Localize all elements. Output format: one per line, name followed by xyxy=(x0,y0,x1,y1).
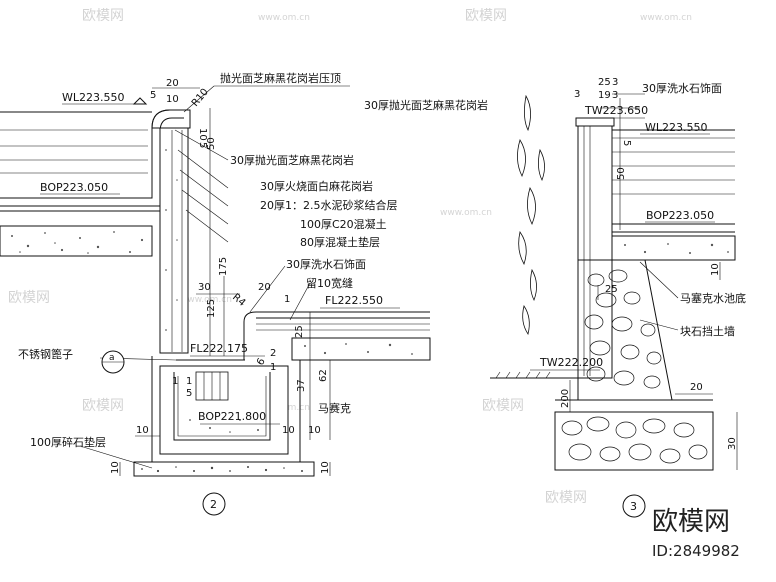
callout-gap: 留10宽缝 xyxy=(306,276,353,290)
dim-label: 30 xyxy=(727,437,738,450)
callout-gravel: 100厚碎石垫层 xyxy=(30,435,106,449)
dim-label: 2 xyxy=(270,348,276,359)
lower-pool-edge xyxy=(243,311,431,361)
callout-cushion: 80厚混凝土垫层 xyxy=(300,235,380,249)
watermark-url: www.om.cn xyxy=(258,13,310,23)
water-hatch-left xyxy=(0,111,152,174)
dim-label: 5 xyxy=(150,90,156,101)
dim-label: 25 xyxy=(605,284,618,295)
pool-wall xyxy=(159,127,189,354)
dim-label: 1 xyxy=(270,362,276,373)
dim-label: 10 xyxy=(308,425,321,436)
detail-number-circle xyxy=(202,492,226,516)
dim-label: 1 xyxy=(284,294,290,305)
dim-label: 10 xyxy=(710,263,721,276)
grate-mark: a xyxy=(109,353,115,363)
watermark-text: 欧模网 xyxy=(545,490,587,506)
drain-channel xyxy=(151,356,301,463)
elev-bop-top: BOP223.050 xyxy=(40,181,108,194)
dim-label: 25 xyxy=(294,325,305,338)
callout-mosaic-bottom: 马塞克水池底 xyxy=(680,291,746,305)
dim-label: 10 xyxy=(166,94,179,105)
elev-wl-right: WL223.550 xyxy=(645,121,708,134)
elev-fl-lower: FL222.175 xyxy=(190,342,248,355)
dimension-lines-left xyxy=(119,87,331,476)
callout-granite30: 30厚抛光面芝麻黑花岗岩 xyxy=(230,153,354,167)
dim-label: 125 xyxy=(206,299,217,318)
dim-label: 20 xyxy=(166,78,179,89)
gravel-base xyxy=(133,461,315,477)
brand-name: 欧模网 xyxy=(652,507,730,537)
dim-label: 3 xyxy=(574,89,580,100)
detail-number-right: 3 xyxy=(630,500,637,513)
dim-label: R4 xyxy=(230,292,247,309)
watermark-text: 欧模网 xyxy=(8,290,50,306)
dim-label: 19 xyxy=(598,90,611,101)
water-hatch-right xyxy=(612,137,735,195)
elev-wl-left: WL223.550 xyxy=(62,91,125,104)
callout-mortar: 20厚1：2.5水泥砂浆结合层 xyxy=(260,198,398,212)
callout-coping: 抛光面芝麻黑花岗岩压顶 xyxy=(220,71,341,85)
dim-label: 62 xyxy=(318,369,329,382)
elev-fl-upper: FL222.550 xyxy=(325,294,383,307)
elevation-markers-left xyxy=(40,97,400,425)
dim-label: 50 xyxy=(616,167,627,180)
elevation-markers-right xyxy=(530,117,715,371)
elev-tw-bottom: TW222.200 xyxy=(539,356,603,369)
leader-lines-right xyxy=(569,93,738,470)
watermark-url: www.om.cn xyxy=(640,13,692,23)
dim-label: 10 xyxy=(136,425,149,436)
dim-label: 25 xyxy=(598,77,611,88)
dim-label: 10 xyxy=(110,461,121,474)
left-detail: a WL223.550 BOP223.050 FL222.175 FL222.5… xyxy=(0,71,431,516)
dim-label: 10 xyxy=(197,128,208,141)
dim-label: 37 xyxy=(296,379,307,392)
watermark-text: 欧模网 xyxy=(82,398,124,414)
elev-tw-top: TW223.650 xyxy=(584,104,648,117)
dim-label: 20 xyxy=(258,282,271,293)
watermark-url: www.om.cn xyxy=(440,208,492,218)
brand-id: ID:2849982 xyxy=(652,542,740,560)
dim-label: 5 xyxy=(186,388,192,399)
callout-flamed: 30厚火烧面白麻花岗岩 xyxy=(260,179,373,193)
callout-washed: 30厚洗水石饰面 xyxy=(286,257,366,271)
watermark-layer: 欧模网 www.om.cn 欧模网 www.om.cn www.om.cn 欧模… xyxy=(8,8,692,506)
watermark-url: www.om.cn xyxy=(180,295,232,305)
callout-grate: 不锈钢篦子 xyxy=(18,347,73,361)
watermark-text: 欧模网 xyxy=(82,8,124,24)
callout-mosaic: 马赛克 xyxy=(318,401,351,415)
stone-foundation xyxy=(554,411,714,471)
dim-label: 1 xyxy=(186,376,192,387)
grass-symbol xyxy=(495,371,551,379)
dim-label: 200 xyxy=(560,389,571,408)
callout-washed-right: 30厚洗水石饰面 xyxy=(642,81,722,95)
dim-label: 3 xyxy=(612,90,618,101)
dim-label: 1 xyxy=(172,376,178,387)
dim-label: 5 xyxy=(621,140,632,146)
elev-bop-right: BOP223.050 xyxy=(646,209,714,222)
dim-label: 5 xyxy=(197,142,208,148)
concrete-slab-upper xyxy=(0,225,153,257)
dim-label: 30 xyxy=(198,282,211,293)
detail-number-circle xyxy=(622,494,646,518)
brand-logo: 欧模网 ID:2849982 xyxy=(652,507,740,560)
dim-label: 3 xyxy=(612,77,618,88)
callout-rubble-wall: 块石挡土墙 xyxy=(680,324,735,338)
dim-label: 175 xyxy=(218,257,229,276)
elev-bop-bottom: BOP221.800 xyxy=(198,410,266,423)
dim-label: 50 xyxy=(206,137,217,150)
fountain-spray xyxy=(517,94,545,335)
dim-label: 20 xyxy=(690,382,703,393)
right-detail: TW223.650 WL223.550 BOP223.050 TW222.200… xyxy=(364,77,746,518)
dim-label: 10 xyxy=(282,425,295,436)
dim-label: 6 xyxy=(255,356,268,367)
dim-label: R10 xyxy=(190,87,211,109)
watermark-text: 欧模网 xyxy=(482,398,524,414)
watermark-text: 欧模网 xyxy=(465,8,507,24)
callout-concrete: 100厚C20混凝土 xyxy=(300,217,387,231)
callout-granite-right: 30厚抛光面芝麻黑花岗岩 xyxy=(364,98,488,112)
dim-label: 10 xyxy=(320,461,331,474)
detail-number-left: 2 xyxy=(210,498,217,511)
